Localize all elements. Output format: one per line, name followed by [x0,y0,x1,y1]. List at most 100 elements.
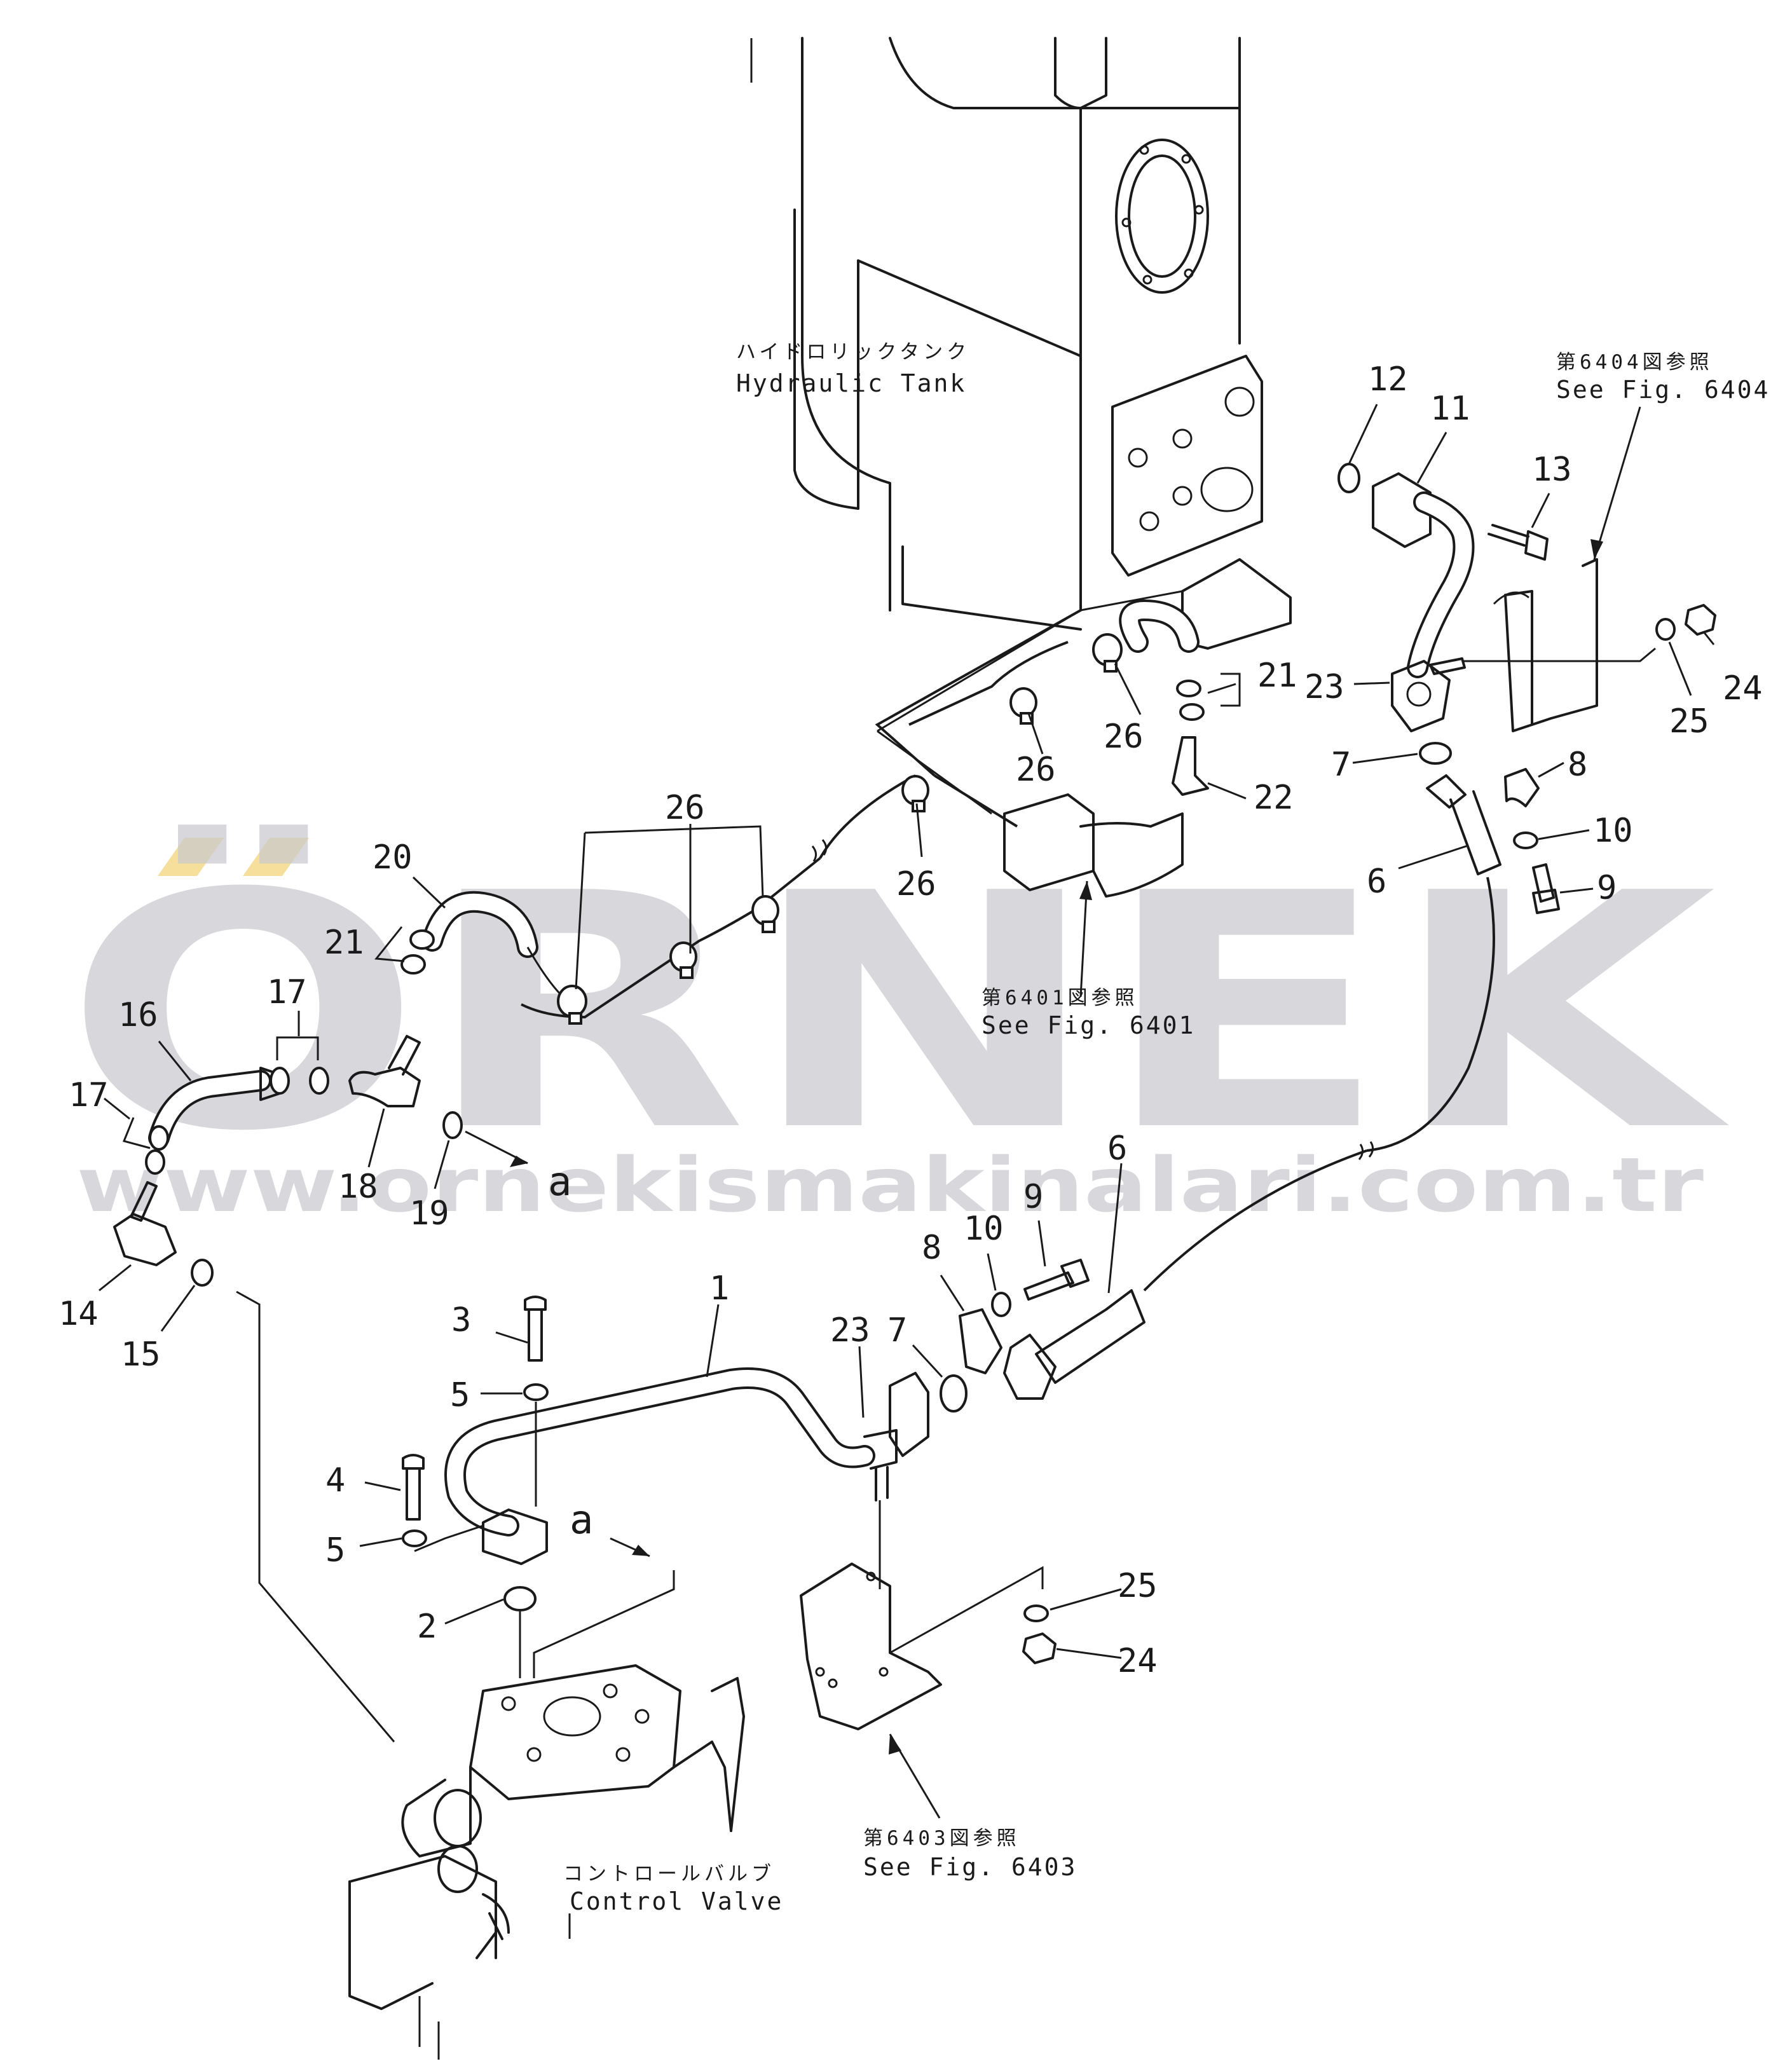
tank-cap [1054,37,1082,109]
suction-hose-upper [908,641,1069,726]
leader-23-lower [858,1346,865,1418]
callout-13: 13 [1532,451,1572,489]
ref6404-label-jp: 第6404図参照 [1556,351,1713,374]
callout-25-top: 25 [1669,702,1709,741]
bracket-hole [815,1667,825,1677]
fitting-14-stem [130,1181,158,1222]
leader-8-top [1538,762,1564,778]
pipe-1-stub [875,1466,889,1502]
ref6401-label-jp: 第6401図参照 [981,987,1139,1009]
leader-24-top [1702,631,1715,645]
o-ring-7-lower [940,1374,968,1413]
flange-23-lower [889,1372,929,1457]
nut-24-top [1685,604,1716,636]
suction-flange-elbow [1079,812,1184,898]
bracket-hole [828,1678,838,1688]
ref6401-label-en: See Fig. 6401 [981,1011,1195,1039]
pipe-1-block-flange [482,1508,548,1565]
tank-inspection-port [1115,139,1209,294]
tank-side-diag [857,259,1082,357]
break-mark [811,839,827,862]
hose-6-run [1366,877,1495,1152]
callout-10-top: 10 [1593,812,1633,850]
callout-8-lower: 8 [922,1229,941,1267]
leader-10-lower [987,1253,997,1291]
ref-box-left [877,730,992,815]
tube-11-inner [1409,494,1472,676]
ref6404-label-en: See Fig. 6404 [1556,376,1770,404]
valve-lever [482,1893,510,1934]
callout-1: 1 [709,1269,729,1308]
leader-7-lower [912,1344,943,1378]
tank-top-fold [889,37,1082,357]
callout-6-lower: 6 [1107,1130,1127,1168]
leader-22 [1207,782,1247,800]
bolt-13-head [1524,530,1549,561]
leader-7-top [1352,753,1418,764]
bolt-9-lower-shank [1023,1271,1074,1301]
leader-9-lower [1037,1220,1046,1267]
o-ring-7-top [1419,742,1452,765]
watermark: ÖRNEK www.ornekismakinalari.com.tr [64,821,1732,1229]
bracket-21-left [374,926,405,962]
clamp-17-lower-b [145,1149,165,1175]
washer-5-bottom [402,1529,427,1547]
valve-lower-body [348,1855,497,1959]
leader-14 [99,1264,132,1292]
leader-9-top [1559,887,1594,894]
callout-21-left: 21 [324,924,364,962]
valve-bolt [634,1709,650,1724]
ref6403-label-jp: 第6403図参照 [863,1827,1020,1850]
callout-10-lower: 10 [964,1210,1004,1248]
bolt-9-top-head [1532,889,1560,914]
leader-4 [364,1481,401,1491]
bracket-top [1493,591,1529,605]
valve-bolt [501,1696,516,1711]
leader-6-top [1398,844,1469,870]
valve-bolt [526,1747,542,1762]
washer-25-bottom [1023,1604,1049,1622]
suction-line [421,599,1241,1025]
valve-right-spool [711,1677,745,1832]
tank-suction-box [1181,558,1292,650]
leader-10-top [1538,829,1590,840]
leader-17-left [104,1097,130,1120]
bracket-21 [1221,673,1241,707]
hose-20-inner [424,893,536,955]
leader-6-lower [1107,1163,1123,1294]
leader-26-b [1027,713,1044,755]
bolt-hole [1172,486,1193,506]
view-a-upper: a [548,1158,571,1205]
clamp-17-right-b [309,1067,329,1095]
valve-linkage [475,1912,503,1959]
clamp-17-lower-a [149,1125,169,1151]
fitting-14 [113,1213,177,1266]
suction-hose-lower [521,908,758,1019]
callout-leaders [99,404,1715,1939]
tank-port-plate [1111,355,1263,577]
valve-label-jp: コントロールバルブ [563,1863,775,1885]
leader-11 [1416,432,1447,484]
leader-26-e [584,825,764,898]
washer-25-top [1655,618,1676,641]
clamp-26-f [557,985,587,1025]
bracket-17 [276,1036,319,1060]
clamp-26-c [901,775,929,812]
valve-bolt [603,1683,618,1699]
bolt-hole [1139,511,1159,531]
main-pipe-1 [402,1296,929,1678]
watermark-brand: ÖRNEK [64,821,1732,1202]
valve-top-plate [469,1664,681,1800]
o-ring-2 [503,1586,537,1611]
tank-label-en: Hydraulic Tank [736,369,966,397]
leader-18 [367,1108,385,1168]
o-ring-15 [191,1259,214,1287]
callout-26-a: 26 [1104,718,1144,756]
callout-9-lower: 9 [1023,1178,1043,1216]
bolt-3-shank [528,1308,543,1362]
callout-18: 18 [338,1168,378,1206]
callout-8-top: 8 [1568,746,1587,784]
leader-5-bottom [359,1537,402,1547]
